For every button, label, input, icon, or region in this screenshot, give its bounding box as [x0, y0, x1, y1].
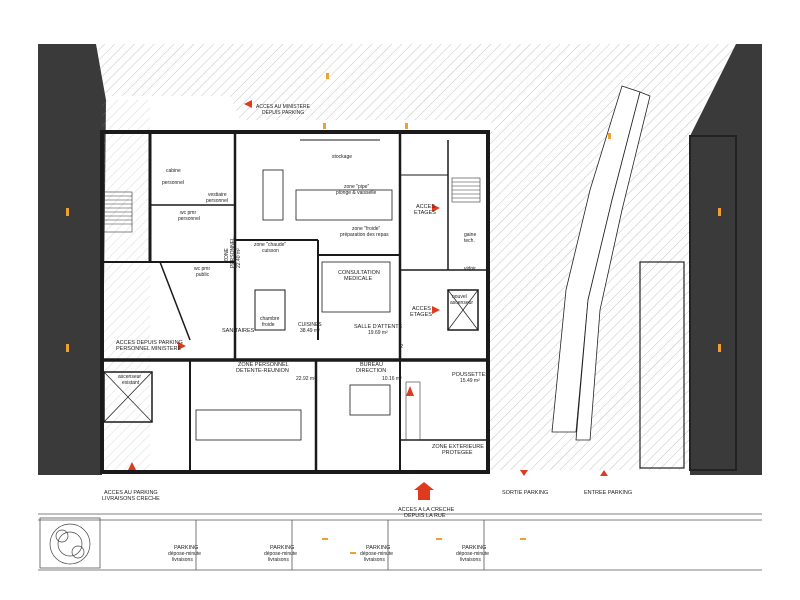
label-bureau: BUREAU — [360, 362, 383, 368]
label-zone-chaude: zone "chaude" — [254, 242, 286, 248]
label-vidoir: vidoir — [464, 266, 476, 272]
label-zone-personnel-sub: PERSONNEL — [230, 237, 236, 268]
label-chambre-froide-sub: froide — [262, 322, 275, 328]
label-gaine-sub: tech. — [464, 238, 475, 244]
tree-icon — [49, 523, 91, 565]
label-bureau-area: 10.16 m² — [382, 376, 402, 382]
label-zone-plonge: zone "pipe" — [344, 184, 369, 190]
label-ascenseur-existant: ascenseur — [118, 374, 141, 380]
arrow-entree-parking-icon — [600, 470, 608, 476]
label-entree-parking: ENTREE PARKING — [584, 490, 632, 496]
label-acces-ministere: ACCES AU MINISTERE — [256, 104, 311, 110]
building-walls — [100, 130, 490, 474]
label-zone-detente: ZONE PERSONNEL — [238, 362, 289, 368]
label-zone-plonge-sub: plonge & vaisselle — [336, 190, 377, 196]
label-acces-parking-perso-sub: PERSONNEL MINISTERE — [116, 346, 182, 352]
parking-spot-labels: PARKING dépose-minute livraisons PARKING… — [168, 545, 489, 563]
parking-spot-title: PARKING — [366, 545, 390, 551]
label-consultation-sub: MEDICALE — [344, 276, 372, 282]
parking-spot-sub2: livraisons — [268, 557, 289, 563]
label-nouvel-ascenseur: nouvel — [452, 294, 467, 300]
label-zone-personnel-area: 22.40 m² — [236, 248, 242, 268]
label-wc-pmr-public: wc pmr — [194, 266, 210, 272]
arrow-stair-icon — [406, 386, 414, 396]
label-acces-parking-perso: ACCES DEPUIS PARKING — [116, 340, 183, 346]
stairs — [103, 177, 481, 441]
label-zone-froide: zone "froide" — [352, 226, 381, 232]
label-marker-1: 1 — [410, 470, 413, 476]
label-zone-detente-sub: DETENTE-REUNION — [236, 368, 289, 374]
room-labels: ACCES AU MINISTERE DEPUIS PARKING stocka… — [102, 104, 632, 519]
label-stockage: stockage — [332, 154, 352, 160]
label-cabine-sub: personnel — [162, 180, 184, 186]
label-acces-etages2-sub: ETAGES — [410, 312, 432, 318]
label-acces-creche: ACCES A LA CRECHE — [398, 507, 455, 513]
arrow-acces-etages-icon — [432, 204, 440, 212]
parking-ramp — [551, 85, 651, 441]
arrow-acces-etages2-icon — [432, 306, 440, 314]
label-zone-personnel: ZONE — [224, 247, 230, 262]
label-poussettes-area: 15.49 m² — [460, 378, 480, 384]
arrow-acces-parking-perso-icon — [178, 342, 186, 350]
label-sanitaires: SANITAIRES — [222, 328, 255, 334]
label-zone-exterieure: ZONE EXTERIEURE — [432, 444, 484, 450]
label-acces-livraisons-sub: LIVRAISONS CRECHE — [102, 496, 160, 502]
label-chambre-froide: chambre — [260, 316, 280, 322]
parking-spot-title: PARKING — [174, 545, 198, 551]
parking-spot-sub2: livraisons — [172, 557, 193, 563]
arrow-acces-ministere-icon — [244, 100, 252, 108]
label-ascenseur-existant-sub: existant — [122, 380, 140, 386]
label-marker-2: 2 — [400, 344, 403, 350]
label-sortie-parking: SORTIE PARKING — [502, 490, 548, 496]
parking-spot-sub2: livraisons — [364, 557, 385, 563]
label-acces-ministere-sub: DEPUIS PARKING — [262, 110, 304, 116]
arrow-livraisons-icon — [128, 462, 136, 470]
label-gaine: gaine — [464, 232, 476, 238]
label-wc-pmr-personnel-sub: personnel — [178, 216, 200, 222]
street — [38, 513, 762, 571]
parking-bay-right — [639, 135, 737, 471]
label-poussettes: POUSSETTES — [452, 372, 489, 378]
label-vestiaire: vestiaire — [208, 192, 227, 198]
label-vestiaire-sub: personnel — [206, 198, 228, 204]
label-wc-pmr-personnel: wc pmr — [180, 210, 196, 216]
light-markers — [66, 73, 721, 554]
label-acces-etages-sub: ETAGES — [414, 210, 436, 216]
arrow-creche-icon — [414, 482, 434, 500]
label-salle-attente-area: 19.69 m² — [368, 330, 388, 336]
parking-spot-sub1: dépose-minute — [168, 551, 201, 557]
label-acces-livraisons: ACCES AU PARKING — [104, 490, 158, 496]
neighbour-buildings — [38, 44, 762, 475]
label-consultation: CONSULTATION — [338, 270, 380, 276]
label-acces-etages2: ACCES — [412, 306, 431, 312]
access-arrows — [128, 100, 608, 500]
parking-spot-title: PARKING — [270, 545, 294, 551]
label-zone-detente-area: 22.92 m² — [296, 376, 316, 382]
label-salle-attente: SALLE D'ATTENTE — [354, 324, 403, 330]
label-zone-froide-sub: préparation des repas — [340, 232, 389, 238]
label-cabine: cabine — [166, 168, 181, 174]
arrow-sortie-parking-icon — [520, 470, 528, 476]
parking-spot-sub1: dépose-minute — [360, 551, 393, 557]
label-zone-exterieure-sub: PROTEGEE — [442, 450, 473, 456]
label-zone-chaude-sub: cuisson — [262, 248, 279, 254]
label-zone-personnel-group: ZONE PERSONNEL 22.40 m² — [224, 237, 242, 268]
label-bureau-sub: DIRECTION — [356, 368, 386, 374]
parking-spot-sub1: dépose-minute — [264, 551, 297, 557]
label-cuisines: CUISINES — [298, 322, 322, 328]
label-wc-pmr-public-sub: public — [196, 272, 210, 278]
parking-spot-sub1: dépose-minute — [456, 551, 489, 557]
label-nouvel-ascenseur-sub: ascenseur — [450, 300, 473, 306]
parking-spot-title: PARKING — [462, 545, 486, 551]
label-cuisines-area: 38.49 m² — [300, 328, 320, 334]
label-acces-creche-sub: DEPUIS LA RUE — [404, 513, 446, 519]
label-acces-etages: ACCES — [416, 204, 435, 210]
parking-spot-sub2: livraisons — [460, 557, 481, 563]
